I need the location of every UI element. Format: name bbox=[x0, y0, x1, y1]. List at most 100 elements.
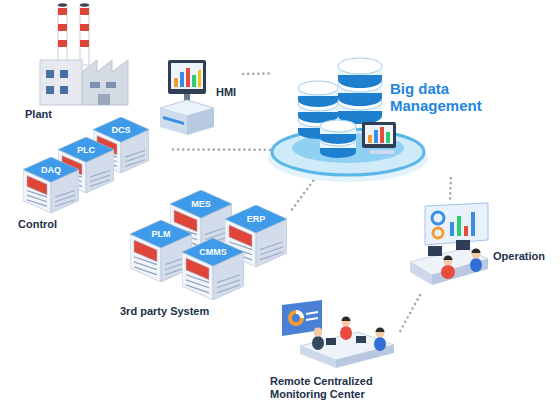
dotted-connector bbox=[173, 148, 270, 151]
control-group: Control DCS PLC DAQ bbox=[18, 112, 173, 237]
hmi-illustration-part bbox=[180, 72, 184, 87]
rack-screen bbox=[134, 240, 157, 262]
plant-illustration-part bbox=[80, 3, 89, 7]
database-cylinder-part bbox=[338, 111, 382, 116]
database-cylinder-part bbox=[320, 120, 356, 132]
rack-screen bbox=[186, 258, 209, 280]
rack-line bbox=[134, 267, 157, 275]
database-cylinder-part bbox=[298, 112, 338, 116]
operation-illustration-part bbox=[456, 240, 470, 250]
plant-illustration-part bbox=[60, 86, 68, 94]
hmi-illustration-part bbox=[186, 68, 190, 87]
chart-monitor-part bbox=[368, 135, 372, 143]
server-label: PLC bbox=[77, 145, 95, 155]
remote-center-illustration-part bbox=[306, 318, 318, 320]
dotted-connector bbox=[292, 178, 315, 210]
server-label: DCS bbox=[111, 125, 130, 135]
operation-illustration-part bbox=[444, 257, 453, 266]
remote-center-illustration-part bbox=[374, 337, 386, 351]
plant-illustration-part bbox=[58, 8, 67, 15]
plant-illustration-part bbox=[80, 24, 89, 31]
group-label: Big data Management bbox=[390, 80, 494, 114]
operation-illustration-part bbox=[457, 216, 461, 236]
hmi-illustration-part bbox=[192, 75, 196, 87]
database-cylinder-part bbox=[338, 93, 382, 98]
rack-line bbox=[27, 200, 47, 207]
plant-illustration-part bbox=[60, 70, 68, 78]
remote-center-illustration-part bbox=[356, 336, 366, 343]
remote-center-illustration-part bbox=[336, 345, 394, 368]
group-label: Operation bbox=[493, 250, 545, 263]
plant-illustration-part bbox=[80, 40, 89, 47]
database-cylinder-part bbox=[320, 148, 356, 152]
database-cylinder-part bbox=[338, 75, 382, 80]
server-box: CMMS bbox=[182, 238, 244, 300]
remote-center-illustration-part bbox=[340, 326, 352, 340]
operation-illustration-part bbox=[470, 258, 482, 272]
dotted-connector bbox=[400, 295, 420, 332]
rack-line bbox=[217, 285, 240, 293]
operation-illustration-part bbox=[472, 250, 481, 259]
group-label: HMI bbox=[216, 86, 236, 99]
plant-illustration-part bbox=[98, 94, 110, 105]
database-cylinder bbox=[338, 58, 382, 124]
plant-illustration-part bbox=[80, 8, 89, 15]
hmi-illustration-part bbox=[171, 63, 203, 89]
hmi-illustration-part bbox=[168, 60, 206, 94]
server-label: MES bbox=[191, 199, 211, 209]
chart-monitor-part bbox=[370, 150, 394, 154]
remote-center-illustration-part bbox=[306, 312, 318, 314]
remote-center-illustration-part bbox=[312, 336, 324, 350]
rack-line bbox=[90, 180, 110, 187]
server-label: CMMS bbox=[199, 247, 227, 257]
big-data-illustration bbox=[268, 58, 428, 182]
operation-illustration bbox=[410, 203, 488, 285]
database-cylinder-part bbox=[298, 81, 338, 95]
hmi-illustration-part bbox=[187, 108, 214, 135]
remote-center-illustration-part bbox=[296, 312, 302, 318]
operation-illustration-part bbox=[450, 222, 454, 236]
operation-illustration-part bbox=[428, 246, 442, 256]
hmi-illustration-part bbox=[160, 108, 187, 135]
remote-center-illustration-part bbox=[314, 328, 323, 337]
plant-illustration-part bbox=[58, 3, 67, 7]
server-label: DAQ bbox=[41, 165, 61, 175]
chart-monitor-part bbox=[380, 127, 384, 143]
big-data-illustration-part bbox=[272, 129, 424, 175]
plant-illustration bbox=[40, 3, 128, 105]
chart-monitor bbox=[362, 122, 396, 154]
hmi-illustration-part bbox=[174, 78, 178, 87]
big-data-group: Big data Management bbox=[270, 55, 496, 178]
plant-illustration-part bbox=[82, 60, 128, 105]
remote-center-illustration-part bbox=[342, 318, 351, 327]
dotted-connector bbox=[243, 72, 270, 75]
group-label: Remote Centralized Monitoring Center bbox=[270, 375, 390, 401]
operation-illustration-part bbox=[433, 228, 443, 238]
chart-monitor-part bbox=[365, 125, 393, 144]
group-label: Control bbox=[18, 218, 57, 231]
plant-illustration-part bbox=[58, 24, 67, 31]
hmi-illustration-part bbox=[163, 116, 184, 125]
rack-line bbox=[260, 252, 283, 260]
hmi-illustration bbox=[160, 60, 214, 135]
remote-center-illustration-part bbox=[282, 300, 322, 336]
rack-line bbox=[125, 160, 145, 167]
plant-illustration-part bbox=[58, 5, 67, 65]
remote-center-illustration-part bbox=[376, 328, 385, 333]
operation-illustration-part bbox=[444, 256, 453, 261]
plant-illustration-part bbox=[106, 82, 116, 88]
rack-line bbox=[186, 285, 209, 293]
operation-illustration-part bbox=[471, 212, 475, 236]
chart-monitor-part bbox=[386, 132, 390, 143]
group-label: 3rd party System bbox=[120, 305, 209, 318]
chart-monitor-part bbox=[374, 130, 378, 143]
plant-illustration-part bbox=[46, 70, 54, 78]
plant-illustration-part bbox=[80, 5, 89, 65]
remote-center-illustration bbox=[282, 300, 394, 368]
operation-illustration-part bbox=[432, 212, 444, 224]
dotted-connector bbox=[449, 178, 452, 200]
rack-screen bbox=[229, 225, 252, 247]
server-label: ERP bbox=[247, 214, 266, 224]
